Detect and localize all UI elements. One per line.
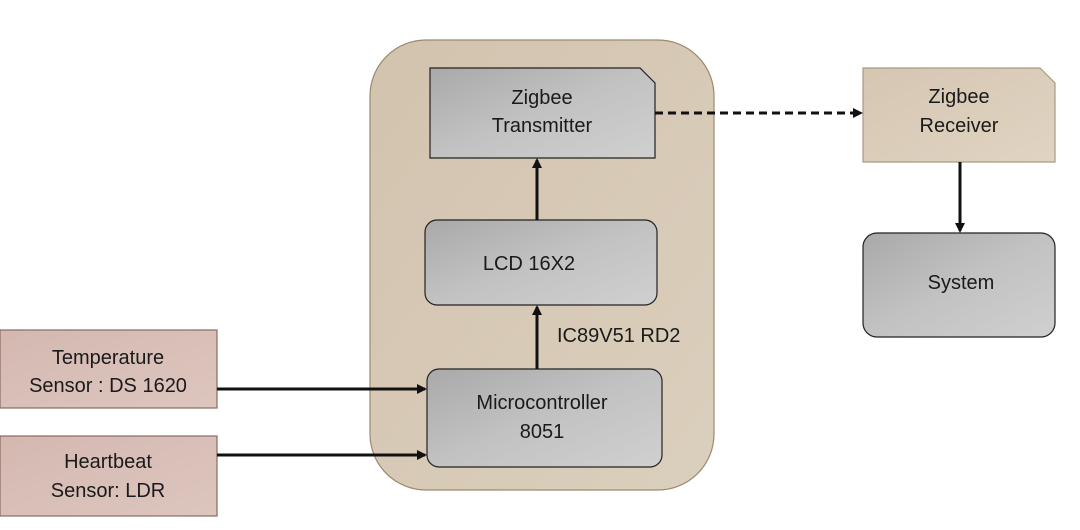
temperature-sensor-node: Temperature Sensor : DS 1620 xyxy=(0,329,218,409)
lcd-label: LCD 16X2 xyxy=(483,253,575,275)
microcontroller-line2: 8051 xyxy=(520,421,565,443)
system-label: System xyxy=(928,272,995,294)
temperature-sensor-line2: Sensor : DS 1620 xyxy=(29,375,187,397)
mcu-model-label: IC89V51 RD2 xyxy=(557,325,680,347)
zigbee-receiver-line2: Receiver xyxy=(920,115,999,137)
microcontroller-line1: Microcontroller xyxy=(476,392,607,414)
system-node: System xyxy=(862,232,1056,338)
zigbee-receiver-node: Zigbee Receiver xyxy=(862,67,1056,163)
temperature-sensor-line1: Temperature xyxy=(52,347,164,369)
microcontroller-node: Microcontroller 8051 xyxy=(426,368,663,468)
lcd-node: LCD 16X2 xyxy=(424,219,658,306)
zigbee-transmitter-node: Zigbee Transmitter xyxy=(429,67,656,159)
zigbee-transmitter-line2: Transmitter xyxy=(492,115,593,137)
heartbeat-sensor-node: Heartbeat Sensor: LDR xyxy=(0,435,218,517)
heartbeat-sensor-line1: Heartbeat xyxy=(64,451,152,473)
zigbee-transmitter-line1: Zigbee xyxy=(511,87,572,109)
heartbeat-sensor-line2: Sensor: LDR xyxy=(51,480,166,502)
zigbee-receiver-line1: Zigbee xyxy=(928,86,989,108)
